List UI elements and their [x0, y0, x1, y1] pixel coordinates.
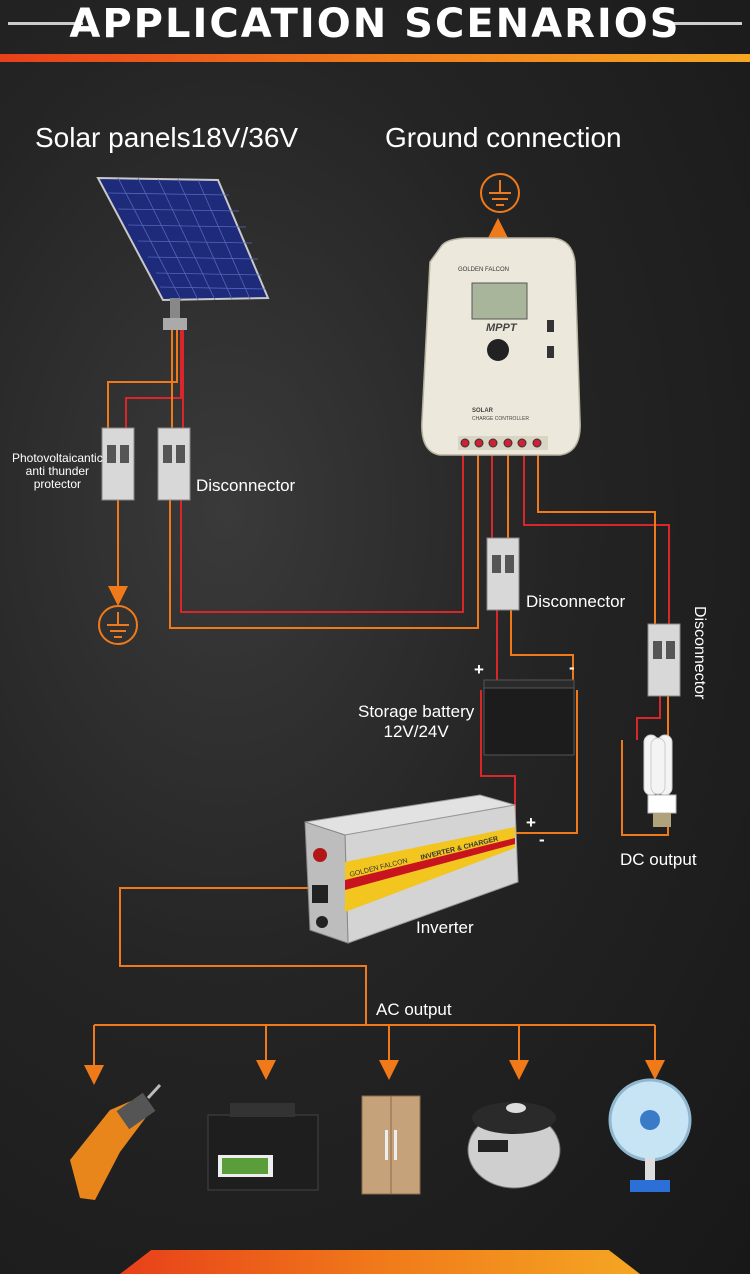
- wire-panel-to-protector: [107, 330, 178, 428]
- battery-plus-label: +: [474, 660, 484, 679]
- disconnector-icon: [486, 537, 520, 611]
- refrigerator-icon: [361, 1095, 421, 1195]
- wire-disc3-lamp-red: [636, 696, 661, 740]
- title-rule-left: [8, 22, 83, 25]
- ground-connection-label: Ground connection: [385, 122, 622, 153]
- ac-output-label: AC output: [376, 1000, 452, 1019]
- dc-output-label: DC output: [620, 850, 697, 869]
- battery-minus-label: -: [569, 658, 575, 677]
- lightning-protector-icon: [101, 427, 135, 501]
- wire-disc2-battery-minus: [510, 610, 574, 682]
- inverter-plus-label: +: [526, 813, 536, 832]
- lightning-protector-label: Photovoltaicantic anti thunder protector: [12, 451, 103, 491]
- wire-battery-inverter-minus: [515, 690, 578, 834]
- inverter-icon: [304, 794, 519, 944]
- inverter-minus-label: -: [539, 830, 545, 849]
- inverter-label: Inverter: [416, 918, 474, 937]
- drill-icon: [70, 1083, 162, 1200]
- battery-icon: [483, 679, 575, 756]
- wire-controller-disc3-orange: [537, 452, 656, 625]
- disconnector-icon: [157, 427, 191, 501]
- wire-battery-inverter-plus: [480, 690, 516, 820]
- disconnector-label-2: Disconnector: [526, 592, 626, 611]
- wire-disc1-to-controller-red: [180, 452, 464, 613]
- disconnector-label-3: Disconnector: [691, 606, 708, 700]
- charge-controller-icon: [421, 237, 581, 456]
- rice-cooker-icon: [467, 1102, 561, 1189]
- solar-panel-icon: [96, 176, 270, 330]
- ground-icon: [480, 173, 520, 213]
- controller-model: MPPT: [486, 322, 517, 334]
- footer-accent-bar: [120, 1250, 640, 1274]
- controller-caption-2: CHARGE CONTROLLER: [472, 416, 529, 422]
- printer-icon: [207, 1103, 319, 1191]
- controller-caption-1: SOLAR: [472, 408, 493, 414]
- fan-icon: [608, 1078, 692, 1192]
- light-bulb-icon: [643, 734, 677, 827]
- wire-controller-disc3-red: [523, 452, 670, 625]
- disconnector-label-1: Disconnector: [196, 476, 296, 495]
- ground-icon: [98, 605, 138, 645]
- controller-brand: GOLDEN FALCON: [458, 267, 510, 273]
- wire-disc1-to-controller-orange: [169, 452, 479, 629]
- disconnector-icon: [647, 623, 681, 697]
- title-rule-right: [667, 22, 742, 25]
- solar-panels-label: Solar panels18V/36V: [35, 122, 299, 153]
- page-title: APPLICATION SCENARIOS: [69, 1, 681, 47]
- wire-inverter-ac: [119, 887, 367, 1025]
- header-accent-bar: [0, 54, 750, 62]
- wire-panel-to-protector-2: [125, 330, 182, 428]
- storage-battery-label: Storage battery 12V/24V: [358, 702, 475, 741]
